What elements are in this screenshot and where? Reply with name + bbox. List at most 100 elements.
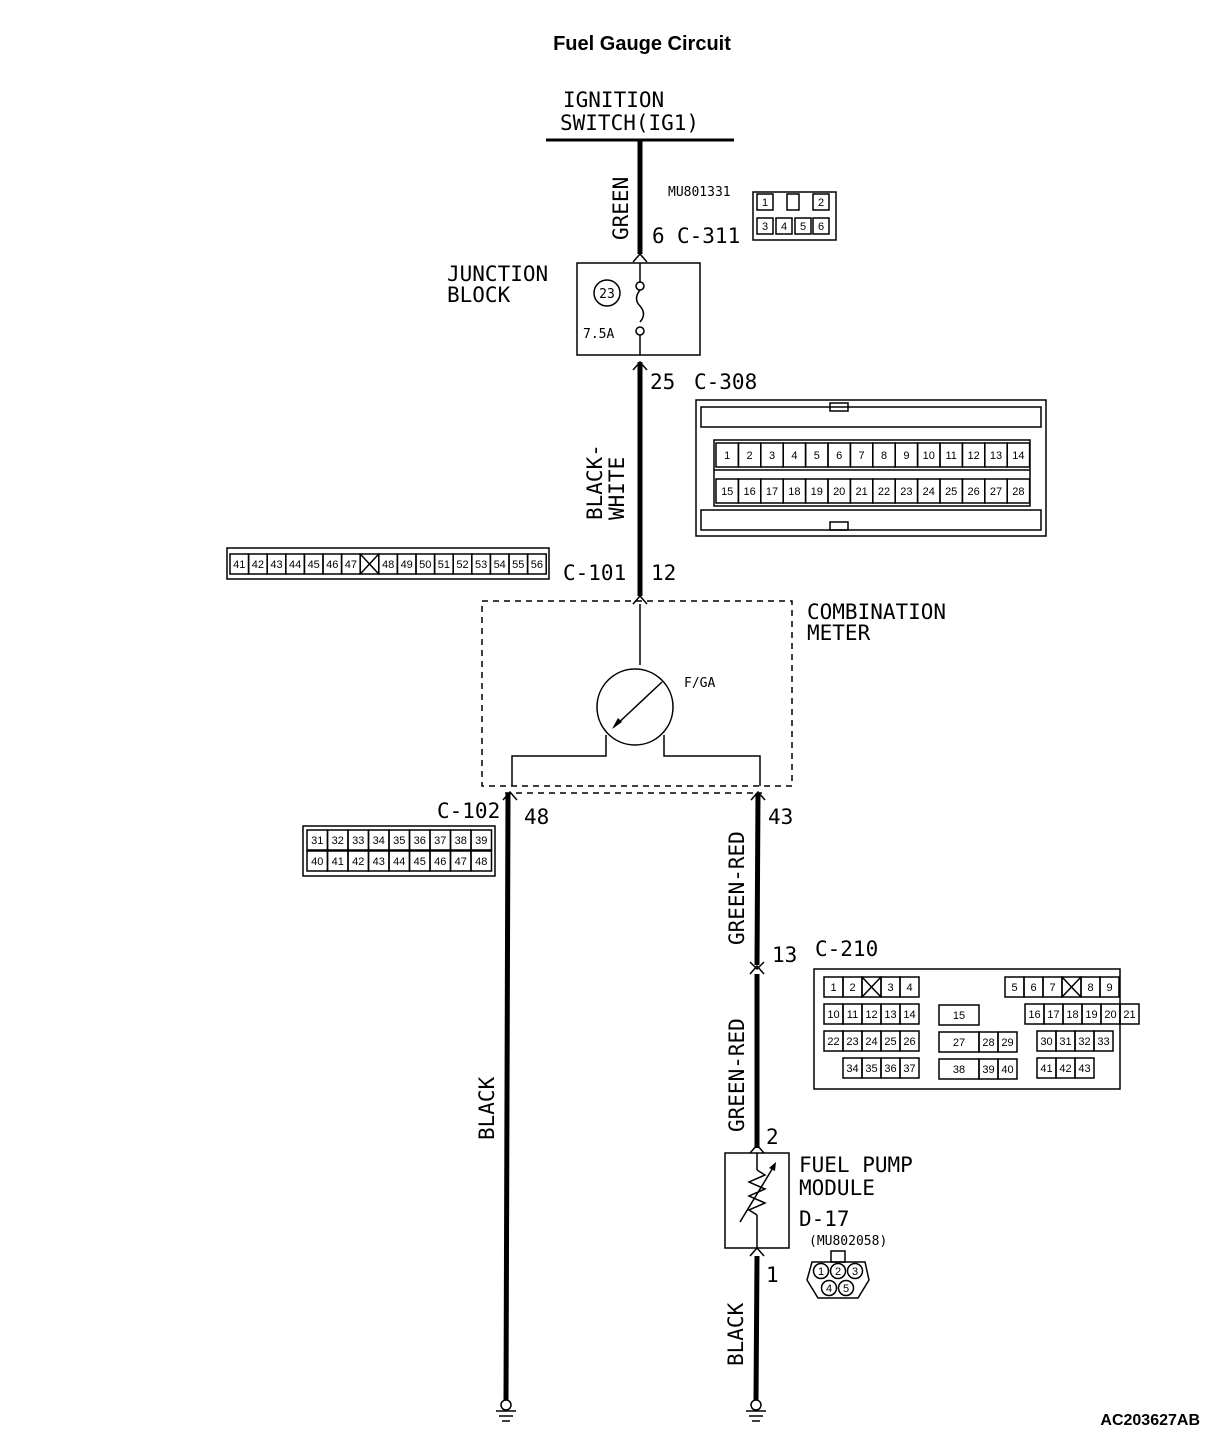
c210-pin-label: 13 [884,1009,896,1021]
c102-cell [470,829,493,851]
c102-pin-label: 32 [332,835,344,847]
junction-block-box [576,262,701,356]
c210-pin-label: 38 [953,1064,965,1076]
c311-pin-face: 5 [800,221,806,233]
fuse-icon [635,263,645,355]
c101-pin-label: 50 [419,559,431,571]
c308-pin-label: 3 [769,450,775,462]
c308-pin-label: 25 [945,486,957,498]
c308-pin-label: 6 [836,450,842,462]
c210-pin-label: 30 [1040,1036,1052,1048]
figure-code: AC203627AB [1100,1412,1200,1429]
c210-blank-mark [861,976,882,998]
wire-black-left [503,792,511,1401]
c308-pin-label: 11 [945,450,956,462]
c101-pin-label: 49 [401,559,413,571]
c308-pin-label: 24 [923,486,935,498]
c210-cell [899,976,920,998]
c101-pin-label: 43 [270,559,282,571]
wire-green-label: GREEN [609,177,633,240]
d17-pin-circle [812,1262,830,1280]
combination-meter-label-1: COMBINATION [807,600,946,624]
c210-cell [1119,1003,1140,1025]
c102-pin-label: 33 [352,835,364,847]
c101-pin-label: 47 [345,559,357,571]
c210-pin-label: 43 [1078,1063,1090,1075]
c102-pin-black: 48 [524,805,549,829]
c210-pin-label: 34 [846,1063,858,1075]
c210-pin-label: 20 [1104,1009,1116,1021]
c210-cell [1099,976,1120,998]
c102-pin-label: 47 [455,856,467,868]
c210-pin-label: 24 [865,1036,877,1048]
wire-black-right-label: BLACK [724,1302,748,1366]
combination-meter-box [481,600,793,787]
c101-pin-label: 48 [382,559,394,571]
c102-left-connector-symbol [502,790,518,801]
d17-pin-circle [837,1279,855,1297]
c210-cell [938,1004,980,1026]
wire-black-white-label-1: BLACK- [583,444,607,520]
c210-pin-label: 28 [982,1037,994,1049]
c102-pin-label: 40 [311,856,323,868]
c308-name: C-308 [694,370,757,394]
fuel-pump-part-number: (MU802058) [809,1234,887,1249]
wire-black-left-label: BLACK [475,1076,499,1140]
c101-connector-symbol [632,594,648,605]
c210-pin-label: 25 [884,1036,896,1048]
c311-pin-face: 2 [818,197,824,209]
c308-pin-label: 20 [833,486,845,498]
c101-pin-label: 41 [233,559,245,571]
c210-pin-label: 39 [982,1064,994,1076]
c102-pin-label: 42 [352,856,364,868]
c210-pin-label: 31 [1059,1036,1071,1048]
fuel-pump-label-2: MODULE [799,1176,875,1200]
c210-pin-label: 19 [1085,1009,1097,1021]
c308-pin-label: 22 [878,486,890,498]
c311-pin: 6 [652,224,665,248]
c102-pin-label: 43 [373,856,385,868]
c210-pin-label: 36 [884,1063,896,1075]
wire-green-red-upper [754,792,761,966]
c210-pin-label: 23 [846,1036,858,1048]
c210-pin-label: 1 [830,982,836,994]
fuse-number: 23 [599,287,615,302]
c210-pin-label: 18 [1066,1009,1078,1021]
c308-pin-label: 26 [967,486,979,498]
c210-pin-label: 27 [953,1037,965,1049]
fuse-number-badge [593,279,621,307]
fuel-pump-label-1: FUEL PUMP [799,1153,913,1177]
c210-pin-label: 11 [847,1009,858,1021]
c210-pin-label: 35 [865,1063,877,1075]
d17-pin-label: 3 [852,1266,858,1278]
c210-pin-label: 37 [903,1063,915,1075]
c308-pin-label: 12 [967,450,979,462]
c210-pin-label: 4 [906,982,912,994]
c101-pin: 12 [651,561,676,585]
meter-internal-left [511,735,607,786]
c308-pin-label: 9 [903,450,909,462]
c308-connector-symbol [632,360,648,371]
c101-pin-label: 44 [289,559,301,571]
ignition-switch-label-1: IGNITION [563,88,664,112]
c101-pin-label: 46 [326,559,338,571]
c101-pin-label: 52 [456,559,468,571]
c308-pin-label: 5 [814,450,820,462]
junction-block-label-2: BLOCK [447,283,511,307]
c308-pin-label: 1 [724,450,730,462]
c102-pin-green-red: 43 [768,805,793,829]
c210-pin-label: 8 [1087,982,1093,994]
c210-pin-label: 12 [865,1009,877,1021]
c210-pin-label: 15 [953,1010,965,1022]
fuel-gauge-icon [596,668,674,746]
c311-pin-face: 3 [762,221,768,233]
d17-pin-circle [846,1262,864,1280]
junction-block-label-1: JUNCTION [447,262,548,286]
d17-pin-circle [820,1279,838,1297]
meter-internal-right [663,735,761,786]
c308-pin-label: 8 [881,450,887,462]
c102-right-connector-symbol [750,790,766,801]
